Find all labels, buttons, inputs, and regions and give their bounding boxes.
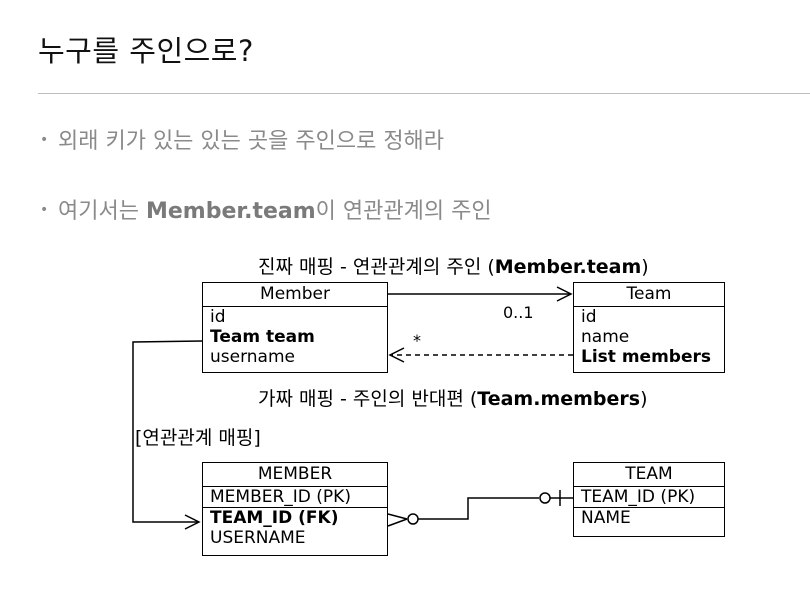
erd-relationship-line <box>387 490 573 527</box>
team-to-member-dashed-arrow <box>388 347 573 363</box>
member-table-pk: MEMBER_ID (PK) <box>203 487 387 508</box>
team-table-name: TEAM <box>574 463 724 487</box>
fake-mapping-bold: Team.members <box>477 388 641 410</box>
relation-mapping-connector <box>132 340 203 530</box>
team-table-box: TEAM TEAM_ID (PK) NAME <box>573 462 725 537</box>
team-table-pk: TEAM_ID (PK) <box>574 487 724 508</box>
member-table-name: MEMBER <box>203 463 387 487</box>
bullet-2-bold: Member.team <box>145 199 316 224</box>
relation-mapping-label: [연관관계 매핑] <box>135 427 261 449</box>
team-class-box: Team id name List members <box>573 282 725 373</box>
real-mapping-caption: 진짜 매핑 - 연관관계의 주인 (Member.team) <box>258 252 649 279</box>
member-field-id: id <box>210 307 226 327</box>
bullet-2-pre: 여기서는 <box>58 199 146 224</box>
team-field-members: List members <box>581 347 711 367</box>
team-class-name: Team <box>574 283 724 307</box>
bullet-1-text: 외래 키가 있는 있는 곳을 주인으로 정해라 <box>58 129 445 154</box>
member-field-team: Team team <box>210 327 315 347</box>
member-class-box: Member id Team team username <box>202 282 388 373</box>
member-class-name: Member <box>203 283 387 307</box>
fake-mapping-caption: 가짜 매핑 - 주인의 반대편 (Team.members) <box>258 384 648 411</box>
member-table-fk: TEAM_ID (FK) <box>210 508 339 528</box>
bullet-dot: • <box>40 132 49 148</box>
team-field-name: name <box>581 327 630 347</box>
member-field-username: username <box>210 347 295 367</box>
team-table-name-col: NAME <box>581 508 631 528</box>
multiplicity-one: 0..1 <box>503 303 534 322</box>
bullet-2: • 여기서는 Member.team이 연관관계의 주인 <box>40 193 492 225</box>
real-mapping-pre: 진짜 매핑 - 연관관계의 주인 ( <box>258 256 495 278</box>
member-table-box: MEMBER MEMBER_ID (PK) TEAM_ID (FK) USERN… <box>202 462 388 556</box>
team-field-id: id <box>581 307 597 327</box>
fake-mapping-post: ) <box>640 388 648 410</box>
member-table-username: USERNAME <box>210 528 306 548</box>
member-to-team-arrow <box>388 286 573 302</box>
page-title: 누구를 주인으로? <box>38 34 254 68</box>
real-mapping-post: ) <box>641 256 649 278</box>
real-mapping-bold: Member.team <box>494 256 642 278</box>
bullet-1: • 외래 키가 있는 있는 곳을 주인으로 정해라 <box>40 123 444 155</box>
title-divider <box>38 93 810 94</box>
bullet-2-post: 이 연관관계의 주인 <box>315 199 492 224</box>
bullet-dot: • <box>40 202 49 218</box>
fake-mapping-pre: 가짜 매핑 - 주인의 반대편 ( <box>258 388 478 410</box>
multiplicity-many: * <box>413 331 421 350</box>
